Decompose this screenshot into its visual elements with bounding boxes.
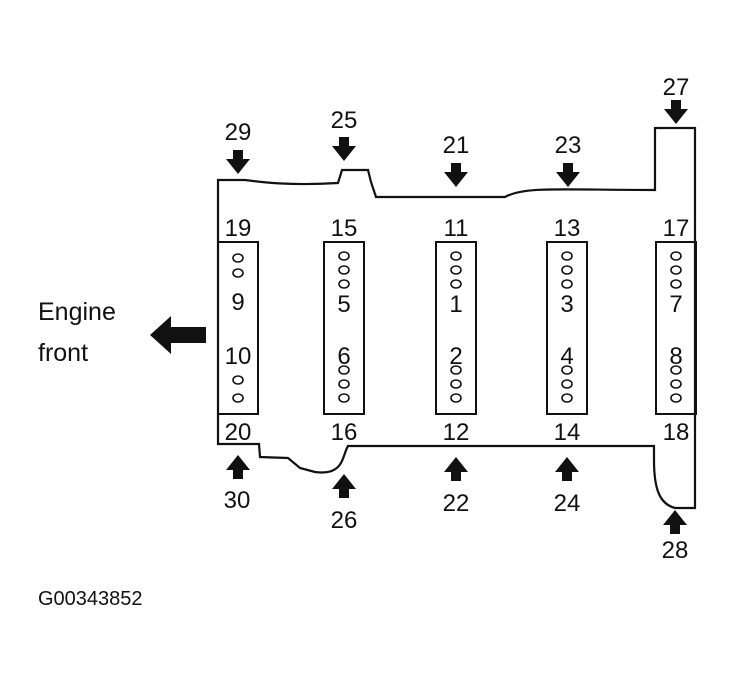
- cap-label-bottom-5: 18: [663, 419, 690, 446]
- cap-label-lower-1: 10: [225, 343, 252, 370]
- bearing-cap-5: [655, 241, 697, 415]
- cap-label-bottom-3: 12: [443, 419, 470, 446]
- cap-label-upper-4: 3: [560, 291, 573, 318]
- top-arrow-label-5: 27: [663, 74, 690, 101]
- top-arrow-label-2: 25: [331, 107, 358, 134]
- top-arrow-label-3: 21: [443, 132, 470, 159]
- reference-code: G00343852: [38, 588, 143, 610]
- cap-label-upper-1: 9: [231, 289, 244, 316]
- cap-label-top-1: 19: [225, 215, 252, 242]
- cap-label-upper-3: 1: [449, 291, 462, 318]
- bottom-arrow-label-3: 22: [443, 490, 470, 517]
- bearing-cap-1: [217, 241, 259, 415]
- top-arrow-label-4: 23: [555, 132, 582, 159]
- down-arrow-icon: [332, 137, 356, 161]
- bolt-holes: [232, 251, 682, 403]
- bearing-cap-3: [435, 241, 477, 415]
- down-arrow-icon: [664, 100, 688, 124]
- cap-label-bottom-4: 14: [554, 419, 581, 446]
- cap-label-top-3: 11: [444, 215, 469, 242]
- left-arrow-icon: [150, 316, 206, 354]
- up-arrow-icon: [226, 455, 250, 479]
- bottom-arrow-label-1: 30: [224, 487, 251, 514]
- up-arrow-icon: [555, 457, 579, 481]
- cap-label-lower-3: 2: [449, 343, 462, 370]
- up-arrow-icon: [332, 474, 356, 498]
- top-arrow-label-1: 29: [225, 119, 252, 146]
- cap-label-lower-5: 8: [669, 343, 682, 370]
- bottom-arrow-label-2: 26: [331, 507, 358, 534]
- cap-label-top-4: 13: [554, 215, 581, 242]
- cap-label-lower-4: 4: [560, 343, 573, 370]
- bottom-arrow-label-5: 28: [662, 537, 689, 564]
- bottom-arrow-label-4: 24: [554, 490, 581, 517]
- engine-front-label-line1: Engine: [38, 298, 116, 326]
- cap-label-bottom-2: 16: [331, 419, 358, 446]
- up-arrow-icon: [444, 457, 468, 481]
- cap-label-upper-2: 5: [337, 291, 350, 318]
- bearing-cap-4: [546, 241, 588, 415]
- bearing-cap-2: [323, 241, 365, 415]
- cap-label-lower-2: 6: [337, 343, 350, 370]
- down-arrow-icon: [226, 150, 250, 174]
- engine-front-label-line2: front: [38, 339, 88, 367]
- cap-label-upper-5: 7: [669, 291, 682, 318]
- down-arrow-icon: [556, 163, 580, 187]
- cap-label-top-5: 17: [663, 215, 690, 242]
- cap-label-bottom-1: 20: [225, 419, 252, 446]
- up-arrow-icon: [663, 510, 687, 534]
- down-arrow-icon: [444, 163, 468, 187]
- housing-outline: [216, 126, 697, 510]
- cap-label-top-2: 15: [331, 215, 358, 242]
